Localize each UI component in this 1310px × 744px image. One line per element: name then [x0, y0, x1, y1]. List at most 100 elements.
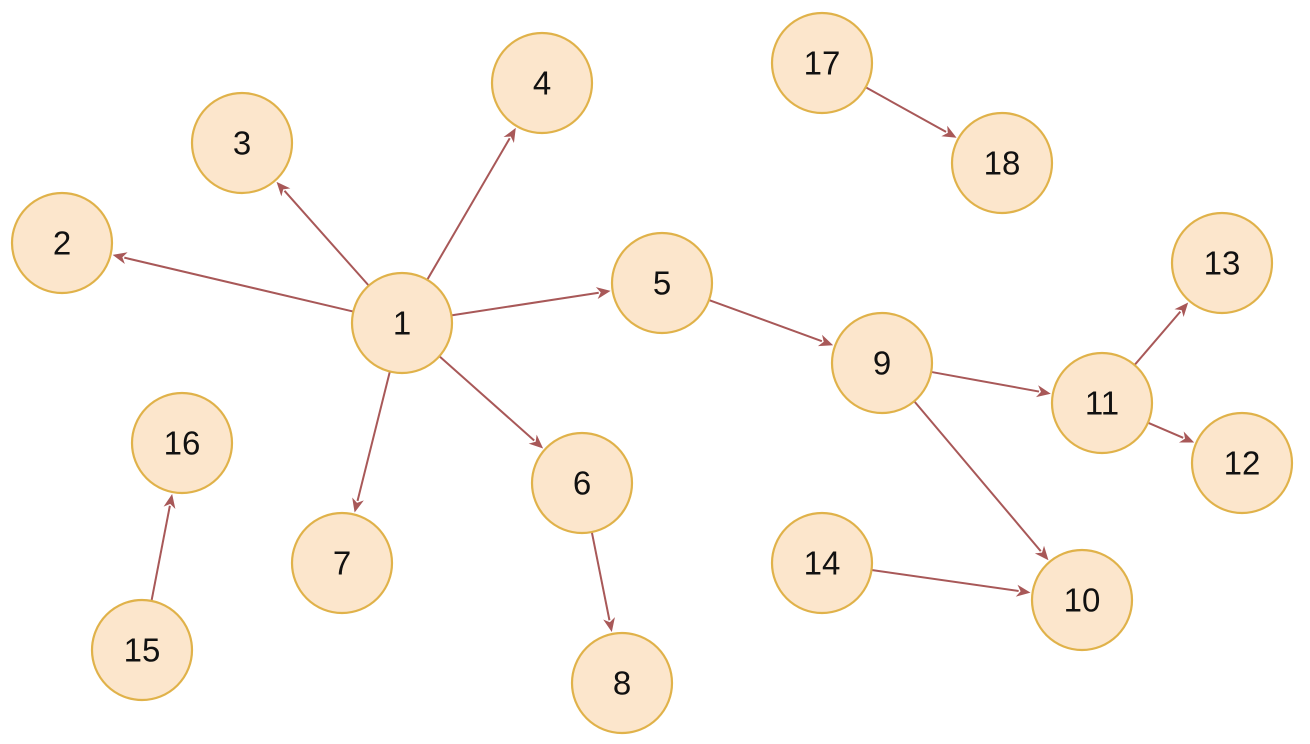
edge-line: [124, 256, 354, 313]
edge-line: [913, 400, 1042, 552]
arrowhead-icon: [352, 497, 364, 513]
edge-line: [283, 190, 370, 287]
arrowhead-icon: [817, 334, 834, 347]
node-circle: [290, 511, 394, 615]
node-circle: [1190, 411, 1294, 515]
edge-11-to-13: [1133, 302, 1189, 366]
edge-line: [356, 371, 391, 502]
node-3: 3: [190, 91, 294, 195]
edge-17-to-18: [865, 86, 957, 138]
node-label: 10: [1064, 582, 1101, 619]
node-5: 5: [610, 231, 714, 335]
node-circle: [950, 111, 1054, 215]
node-circle: [1030, 548, 1134, 652]
node-label: 7: [333, 545, 351, 582]
node-circle: [570, 631, 674, 735]
edge-15-to-16: [150, 494, 176, 602]
edge-line: [708, 299, 823, 343]
edge-9-to-10: [913, 400, 1049, 561]
node-label: 11: [1085, 385, 1119, 422]
edge-1-to-5: [451, 287, 611, 317]
node-label: 13: [1204, 245, 1241, 282]
node-circle: [770, 11, 874, 115]
node-label: 15: [124, 632, 161, 669]
arrowhead-icon: [1034, 545, 1049, 561]
edge-line: [590, 531, 611, 621]
node-circle: [530, 431, 634, 535]
node-label: 18: [984, 145, 1021, 182]
arrowhead-icon: [503, 127, 516, 144]
edge-1-to-7: [352, 371, 391, 513]
node-6: 6: [530, 431, 634, 535]
edge-line: [871, 569, 1019, 592]
node-circle: [1170, 211, 1274, 315]
edge-1-to-2: [112, 252, 354, 313]
edge-11-to-12: [1147, 421, 1195, 443]
arrowhead-icon: [1178, 431, 1195, 443]
edge-line: [865, 86, 947, 133]
edge-line: [426, 137, 511, 281]
node-1: 1: [350, 271, 454, 375]
node-11: 11: [1050, 351, 1154, 455]
node-label: 6: [573, 465, 591, 502]
node-circle: [830, 311, 934, 415]
edge-line: [1147, 421, 1184, 439]
node-label: 5: [653, 265, 671, 302]
edge-1-to-6: [438, 355, 544, 449]
edge-line: [451, 291, 599, 317]
node-circle: [770, 511, 874, 615]
node-label: 16: [164, 425, 201, 462]
arrowhead-icon: [941, 125, 957, 138]
node-circle: [490, 31, 594, 135]
node-12: 12: [1190, 411, 1294, 515]
node-4: 4: [490, 31, 594, 135]
node-label: 3: [233, 125, 251, 162]
edge-1-to-3: [276, 181, 370, 287]
node-label: 2: [53, 225, 71, 262]
node-label: 1: [393, 305, 411, 342]
edge-6-to-8: [590, 531, 615, 633]
arrowhead-icon: [1174, 302, 1189, 318]
node-10: 10: [1030, 548, 1134, 652]
node-circle: [350, 271, 454, 375]
arrowhead-icon: [276, 181, 291, 197]
node-8: 8: [570, 631, 674, 735]
node-label: 14: [804, 545, 841, 582]
edge-line: [1133, 310, 1182, 366]
arrowhead-icon: [163, 494, 176, 509]
node-label: 12: [1224, 445, 1261, 482]
arrowhead-icon: [1015, 584, 1031, 597]
edge-line: [438, 355, 535, 442]
edge-1-to-4: [426, 127, 516, 281]
node-circle: [130, 391, 234, 495]
node-7: 7: [290, 511, 394, 615]
arrowhead-icon: [595, 287, 611, 299]
node-circle: [190, 91, 294, 195]
edge-line: [150, 505, 171, 602]
arrowhead-icon: [1035, 385, 1051, 398]
edge-14-to-10: [871, 569, 1031, 597]
node-17: 17: [770, 11, 874, 115]
node-18: 18: [950, 111, 1054, 215]
edges-layer: [112, 86, 1195, 633]
node-label: 4: [533, 65, 551, 102]
arrowhead-icon: [528, 434, 544, 449]
node-16: 16: [130, 391, 234, 495]
arrowhead-icon: [112, 252, 128, 264]
node-9: 9: [830, 311, 934, 415]
node-circle: [610, 231, 714, 335]
node-label: 17: [804, 45, 841, 82]
edge-9-to-11: [931, 370, 1051, 398]
arrowhead-icon: [603, 617, 615, 633]
node-circle: [10, 191, 114, 295]
node-14: 14: [770, 511, 874, 615]
node-label: 8: [613, 665, 631, 702]
node-circle: [90, 598, 194, 702]
node-label: 9: [873, 345, 891, 382]
node-2: 2: [10, 191, 114, 295]
edge-line: [931, 370, 1040, 393]
node-circle: [1050, 351, 1154, 455]
edge-5-to-9: [708, 299, 834, 347]
